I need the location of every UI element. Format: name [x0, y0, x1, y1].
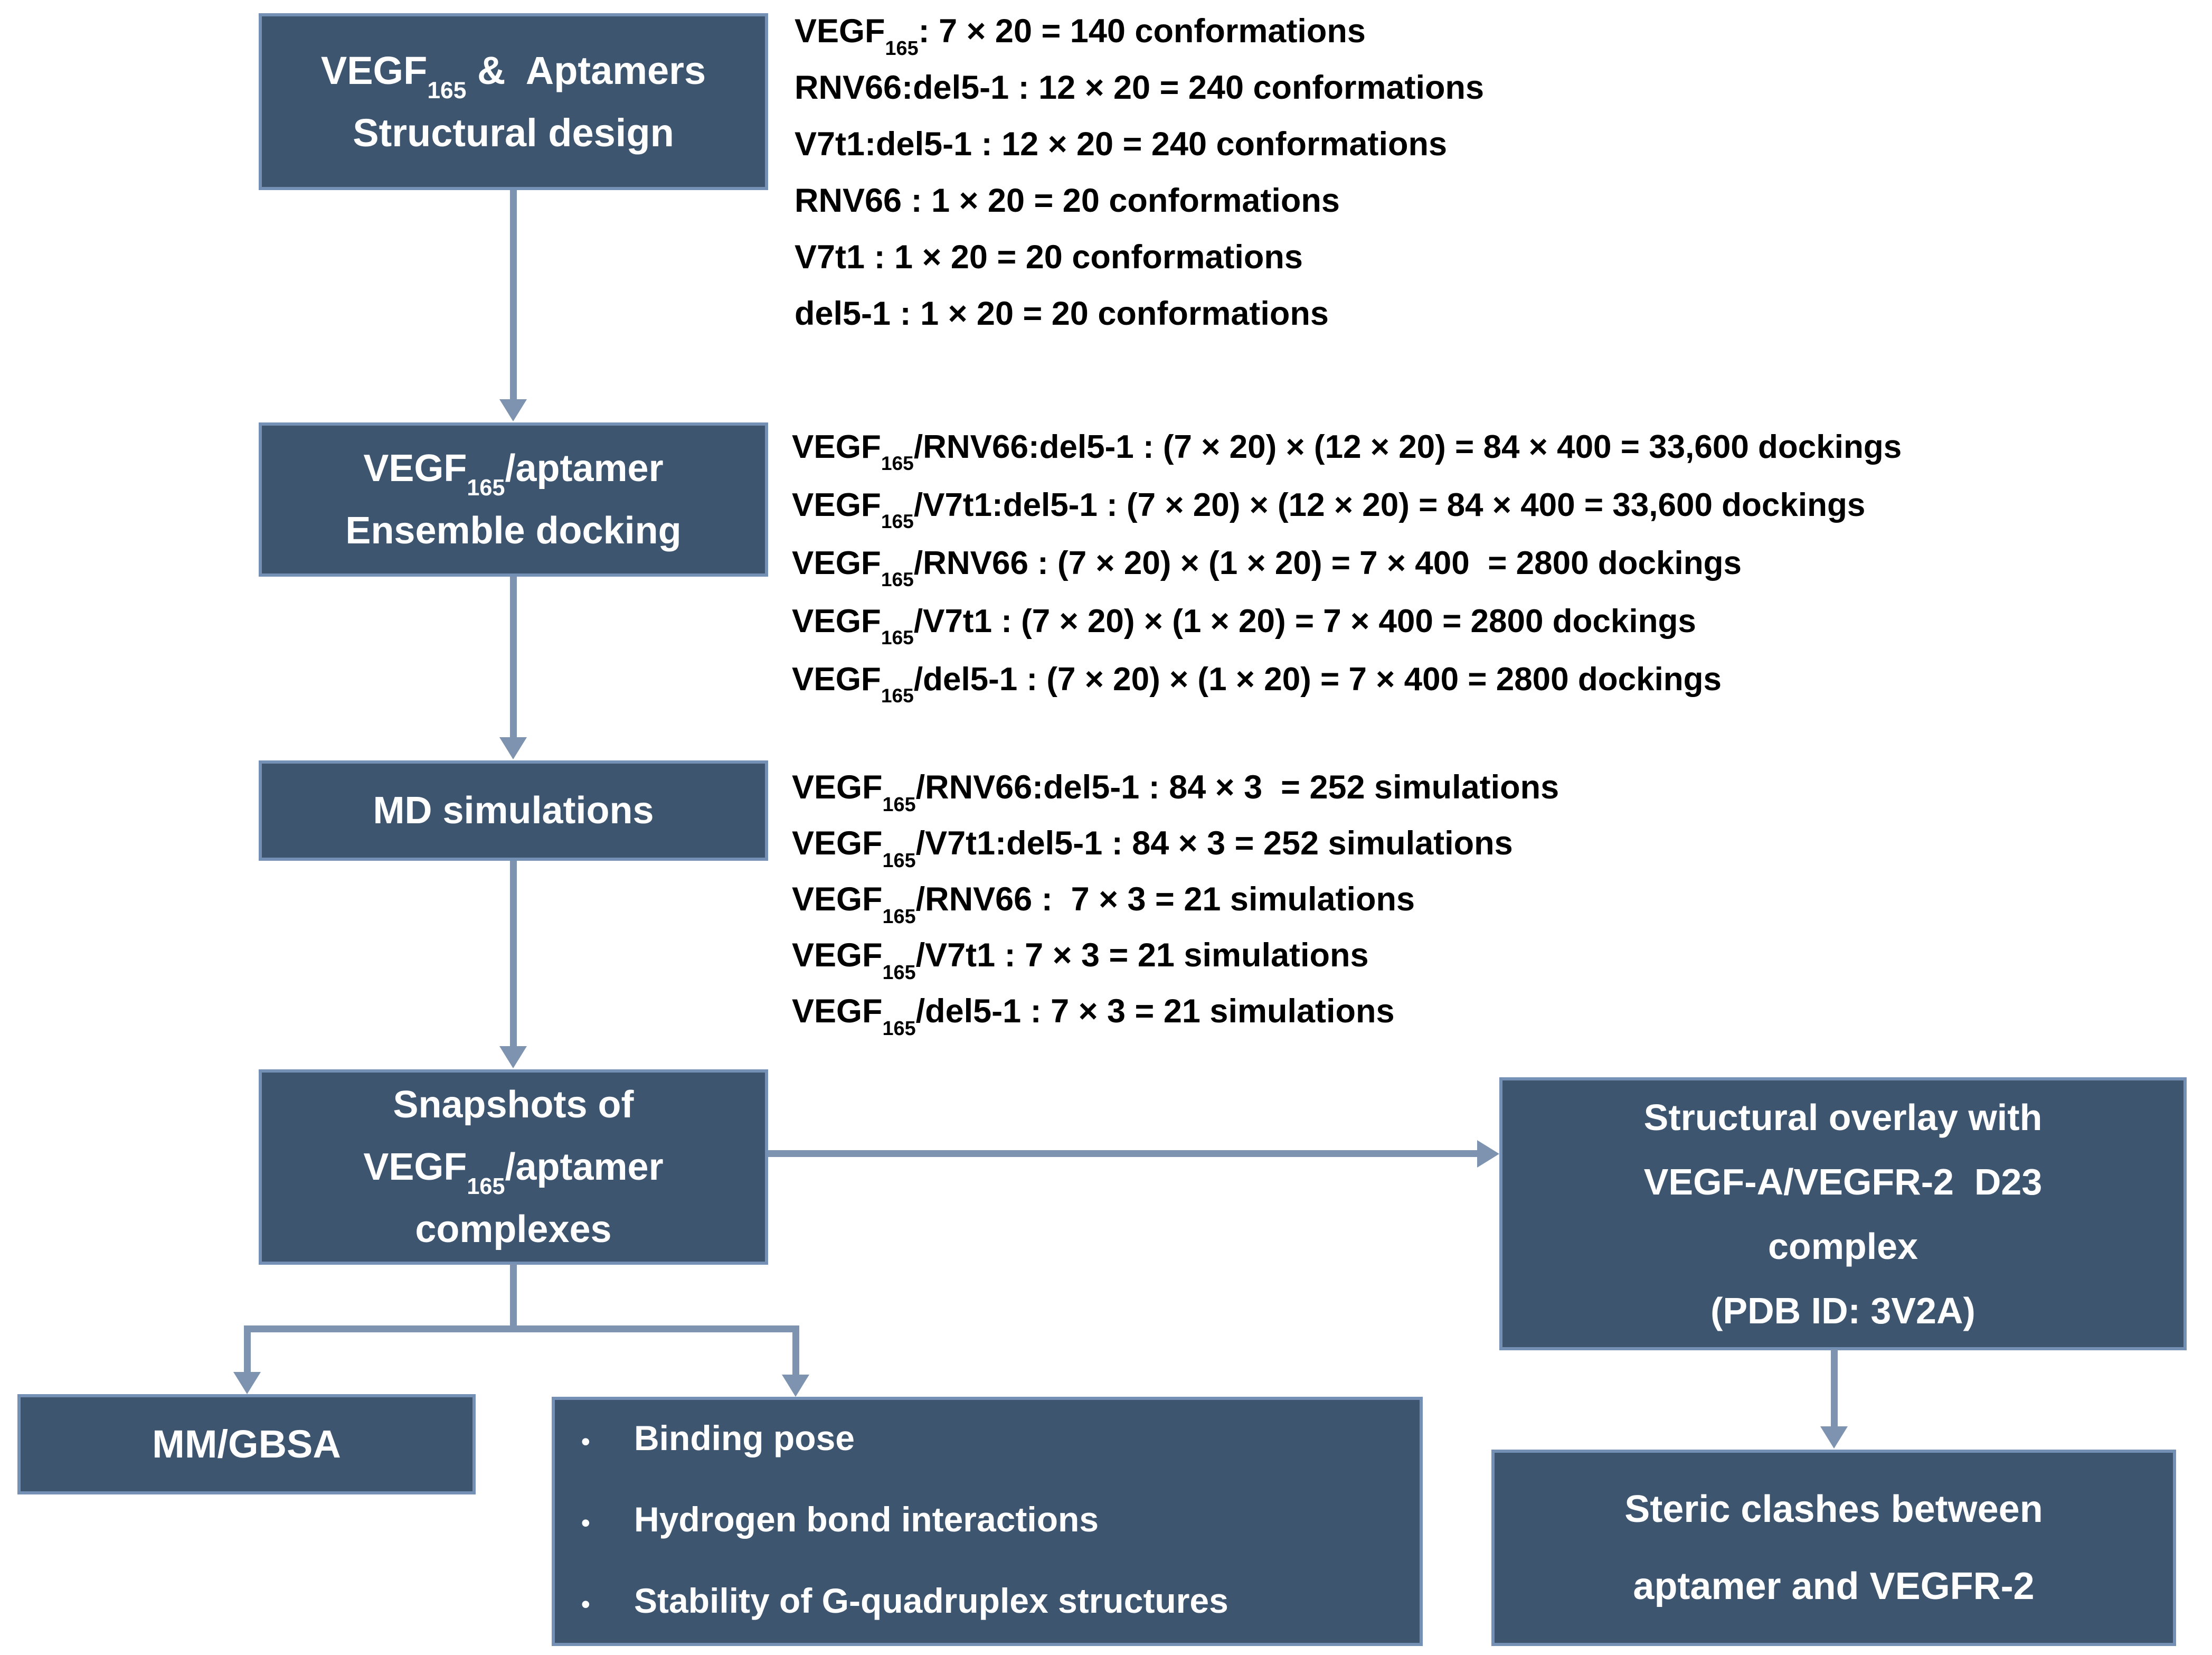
subscript: 165: [881, 510, 914, 533]
bullet-text: Binding pose: [634, 1418, 855, 1457]
text-line: VEGF165/RNV66:del5-1 : 84 × 3 = 252 simu…: [792, 769, 1559, 816]
analysis-bullets-box: • Binding pose • Hydrogen bond interactions…: [552, 1397, 1423, 1646]
text-line: V7t1:del5-1 : 12 × 20 = 240 conformation…: [795, 126, 1448, 163]
arrow-stem: [1831, 1349, 1838, 1428]
arrow-stem: [510, 577, 517, 739]
arrow-bar: [244, 1325, 799, 1332]
md-simulations-box: MD simulations: [259, 760, 768, 861]
text-line: VEGF165/V7t1:del5-1 : 84 × 3 = 252 simul…: [792, 825, 1513, 872]
subscript: 165: [881, 568, 914, 591]
arrowhead-down-icon: [782, 1375, 809, 1397]
subscript: 165: [881, 452, 914, 475]
arrow-stem: [768, 1150, 1478, 1157]
arrowhead-down-icon: [499, 399, 527, 421]
arrow-stem: [510, 190, 517, 400]
text-line: Ensemble docking: [345, 510, 682, 552]
subscript: 165: [882, 849, 916, 872]
text-line: V7t1 : 1 × 20 = 20 conformations: [795, 239, 1303, 276]
snapshots-box: Snapshots of VEGF165/aptamer complexes: [259, 1069, 768, 1265]
arrowhead-down-icon: [1820, 1426, 1848, 1449]
text-line: aptamer and VEGFR-2: [1633, 1565, 2035, 1607]
text-line: Structural overlay with: [1643, 1096, 2043, 1138]
text-line: VEGF165/del5-1 : (7 × 20) × (1 × 20) = 7…: [792, 661, 1722, 707]
bullet-text: Hydrogen bond interactions: [634, 1500, 1099, 1539]
text-line: VEGF165/RNV66 : (7 × 20) × (1 × 20) = 7 …: [792, 545, 1742, 591]
text-line: (PDB ID: 3V2A): [1710, 1290, 1975, 1331]
text-line: VEGF165/RNV66 : 7 × 3 = 21 simulations: [792, 881, 1415, 928]
arrow-stem: [510, 861, 517, 1048]
arrowhead-right-icon: [1477, 1140, 1499, 1168]
text-line: complexes: [415, 1208, 612, 1250]
text-line: VEGF165/V7t1 : (7 × 20) × (1 × 20) = 7 ×…: [792, 603, 1696, 649]
text-line: Snapshots of: [393, 1084, 634, 1126]
arrow-stem: [510, 1264, 517, 1329]
arrowhead-down-icon: [233, 1372, 261, 1394]
text-line: VEGF165/aptamer: [363, 447, 664, 501]
text-line: RNV66 : 1 × 20 = 20 conformations: [795, 182, 1340, 219]
text-line: VEGF165/V7t1:del5-1 : (7 × 20) × (12 × 2…: [792, 487, 1866, 533]
bullet-item: • Binding pose: [581, 1399, 855, 1481]
text-line: Steric clashes between: [1624, 1488, 2043, 1530]
arrow-stem: [244, 1325, 251, 1374]
subscript: 165: [882, 1017, 916, 1040]
bullet-icon: •: [581, 1591, 590, 1619]
subscript: 165: [882, 793, 916, 816]
arrowhead-down-icon: [499, 1046, 527, 1068]
steric-clashes-box: Steric clashes between aptamer and VEGFR-…: [1491, 1450, 2176, 1646]
text-line: VEGF-A/VEGFR-2 D23: [1643, 1161, 2043, 1202]
mmgbsa-box: MM/GBSA: [17, 1394, 476, 1494]
subscript: 165: [467, 1174, 505, 1200]
bullet-icon: •: [581, 1428, 590, 1456]
dockings-text: VEGF165/RNV66:del5-1 : (7 × 20) × (12 × …: [792, 418, 1902, 709]
text-line: VEGF165/aptamer: [363, 1146, 664, 1200]
text-line: VEGF165/V7t1 : 7 × 3 = 21 simulations: [792, 937, 1369, 984]
text-line: VEGF165/del5-1 : 7 × 3 = 21 simulations: [792, 993, 1395, 1040]
text-line: Structural design: [353, 110, 674, 155]
text-line: VEGF165 & Aptamers: [320, 48, 706, 104]
bullet-item: • Stability of G-quadruplex structures: [581, 1562, 1228, 1643]
subscript: 165: [881, 684, 914, 707]
bullet-text: Stability of G-quadruplex structures: [634, 1581, 1228, 1620]
simulations-text: VEGF165/RNV66:del5-1 : 84 × 3 = 252 simu…: [792, 759, 1559, 1039]
text-line: MD simulations: [373, 789, 654, 832]
bullet-icon: •: [581, 1509, 590, 1537]
subscript: 165: [882, 905, 916, 928]
arrowhead-down-icon: [499, 737, 527, 759]
text-line: complex: [1768, 1225, 1918, 1267]
subscript: 165: [882, 961, 916, 984]
subscript: 165: [885, 37, 919, 60]
arrow-stem: [792, 1325, 799, 1377]
text-line: del5-1 : 1 × 20 = 20 conformations: [795, 295, 1329, 332]
text-line: RNV66:del5-1 : 12 × 20 = 240 conformatio…: [795, 69, 1485, 106]
bullet-item: • Hydrogen bond interactions: [581, 1481, 1099, 1562]
text-line: VEGF165/RNV66:del5-1 : (7 × 20) × (12 × …: [792, 429, 1902, 475]
subscript: 165: [427, 78, 467, 104]
subscript: 165: [881, 626, 914, 649]
text-line: VEGF165: 7 × 20 = 140 conformations: [795, 13, 1366, 60]
subscript: 165: [467, 475, 505, 501]
text-line: MM/GBSA: [152, 1422, 341, 1466]
